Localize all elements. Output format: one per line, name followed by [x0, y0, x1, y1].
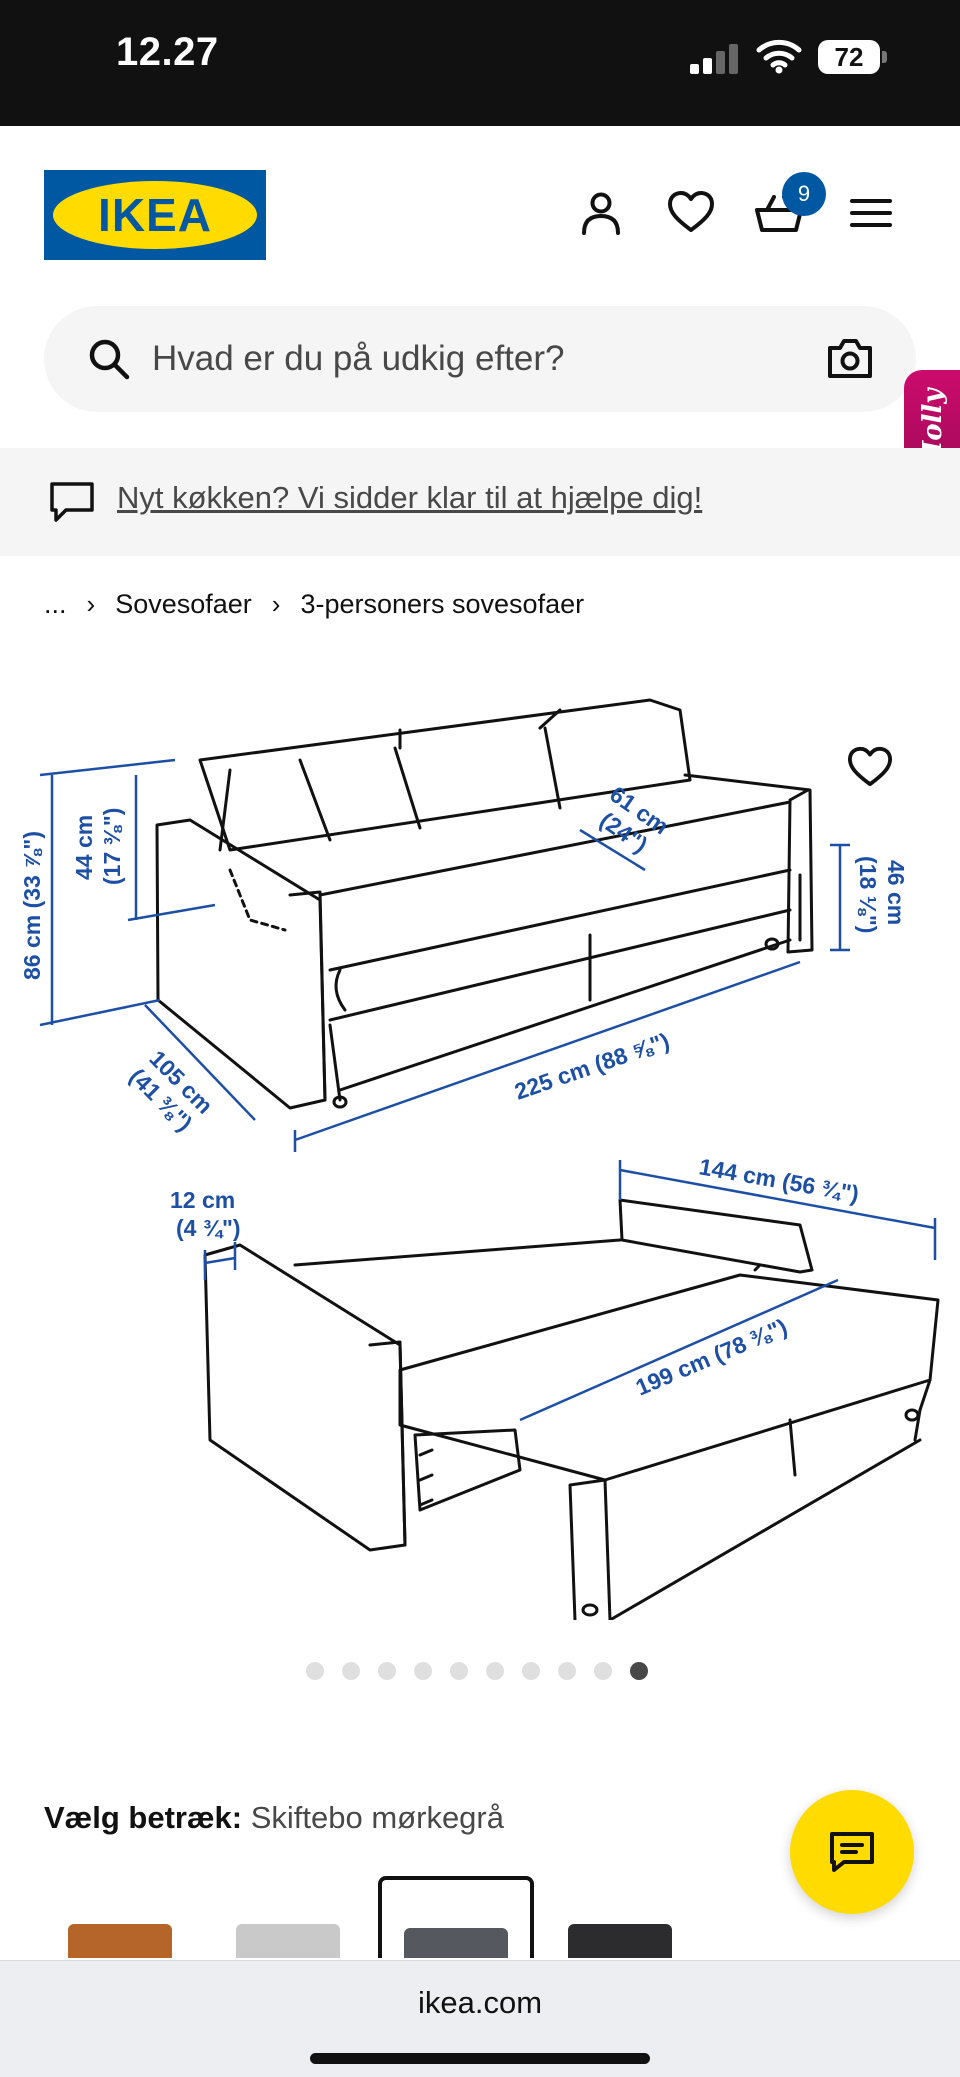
dim-bed-length: 199 cm (78 ⅜") [632, 1313, 791, 1400]
chat-button[interactable] [790, 1790, 914, 1914]
dim-width: 225 cm (88 ⅝") [511, 1027, 672, 1104]
carousel-dot[interactable] [558, 1662, 576, 1680]
promo-banner: Nyt køkken? Vi sidder klar til at hjælpe… [0, 448, 960, 556]
breadcrumb-3-personers[interactable]: 3-personers sovesofaer [300, 588, 585, 619]
carousel-dot[interactable] [414, 1662, 432, 1680]
status-bar: 12.27 72 [0, 0, 960, 126]
heart-icon[interactable] [666, 188, 716, 238]
swatch-dark-grey[interactable] [378, 1876, 534, 1958]
product-dimension-drawing[interactable]: 86 cm (33 ⅞") 44 cm (17 ⅜") 61 cm (24") … [0, 680, 960, 1620]
dim-armrest-height: 44 cm [71, 815, 97, 880]
status-time: 12.27 [116, 30, 219, 74]
menu-icon[interactable] [846, 188, 896, 238]
carousel-dot[interactable] [342, 1662, 360, 1680]
cellular-signal-icon [690, 44, 738, 74]
home-indicator [310, 2053, 650, 2064]
carousel-dots[interactable] [306, 1662, 648, 1680]
speech-bubble-icon [50, 482, 94, 522]
search-bar [44, 306, 916, 412]
dim-seat-height: 46 cm [883, 860, 909, 925]
swatch-light-grey[interactable] [214, 1876, 370, 1958]
chevron-right-icon: › [86, 588, 96, 619]
cart-count-badge: 9 [782, 172, 826, 216]
cover-value: Skiftebo mørkegrå [250, 1800, 504, 1835]
swatch-black[interactable] [546, 1876, 702, 1958]
search-icon [89, 339, 130, 380]
carousel-dot[interactable] [378, 1662, 396, 1680]
dim-total-height: 86 cm (33 ⅞") [19, 831, 45, 980]
ikea-logo[interactable]: IKEA [44, 170, 266, 260]
site-header: IKEA 9 [0, 126, 960, 304]
carousel-dot[interactable] [450, 1662, 468, 1680]
carousel-dot[interactable] [522, 1662, 540, 1680]
url-text[interactable]: ikea.com [417, 1985, 543, 2020]
account-icon[interactable] [576, 188, 626, 238]
search-input[interactable] [152, 328, 792, 390]
chat-icon [830, 1832, 874, 1872]
swatch-brown[interactable] [46, 1876, 202, 1958]
dim-arm-width: 12 cm [170, 1187, 235, 1213]
browser-address-bar: ikea.com [0, 1960, 960, 2077]
dim-seat-height-in: (18 ⅛") [855, 856, 881, 933]
carousel-dot[interactable] [594, 1662, 612, 1680]
heart-icon[interactable] [846, 744, 894, 788]
carousel-dot[interactable] [630, 1662, 648, 1680]
dim-arm-width-in: (4 ¾") [176, 1215, 241, 1241]
wifi-icon [756, 39, 802, 74]
battery-level: 72 [818, 40, 880, 74]
logo-text: IKEA [53, 181, 257, 249]
breadcrumb: ... › Sovesofaer › 3-personers sovesofae… [44, 584, 584, 624]
camera-icon[interactable] [826, 336, 874, 380]
promo-link[interactable]: Nyt køkken? Vi sidder klar til at hjælpe… [117, 480, 703, 515]
breadcrumb-ellipsis[interactable]: ... [44, 588, 67, 619]
carousel-dot[interactable] [486, 1662, 504, 1680]
cover-label: Vælg betræk: [44, 1800, 243, 1835]
battery-indicator: 72 [818, 40, 888, 74]
carousel-dot[interactable] [306, 1662, 324, 1680]
cover-selection-label: Vælg betræk: Skiftebo mørkegrå [44, 1800, 504, 1836]
dim-armrest-height-in: (17 ⅜") [99, 808, 125, 885]
chevron-right-icon: › [271, 588, 281, 619]
breadcrumb-sovesofaer[interactable]: Sovesofaer [115, 588, 252, 619]
